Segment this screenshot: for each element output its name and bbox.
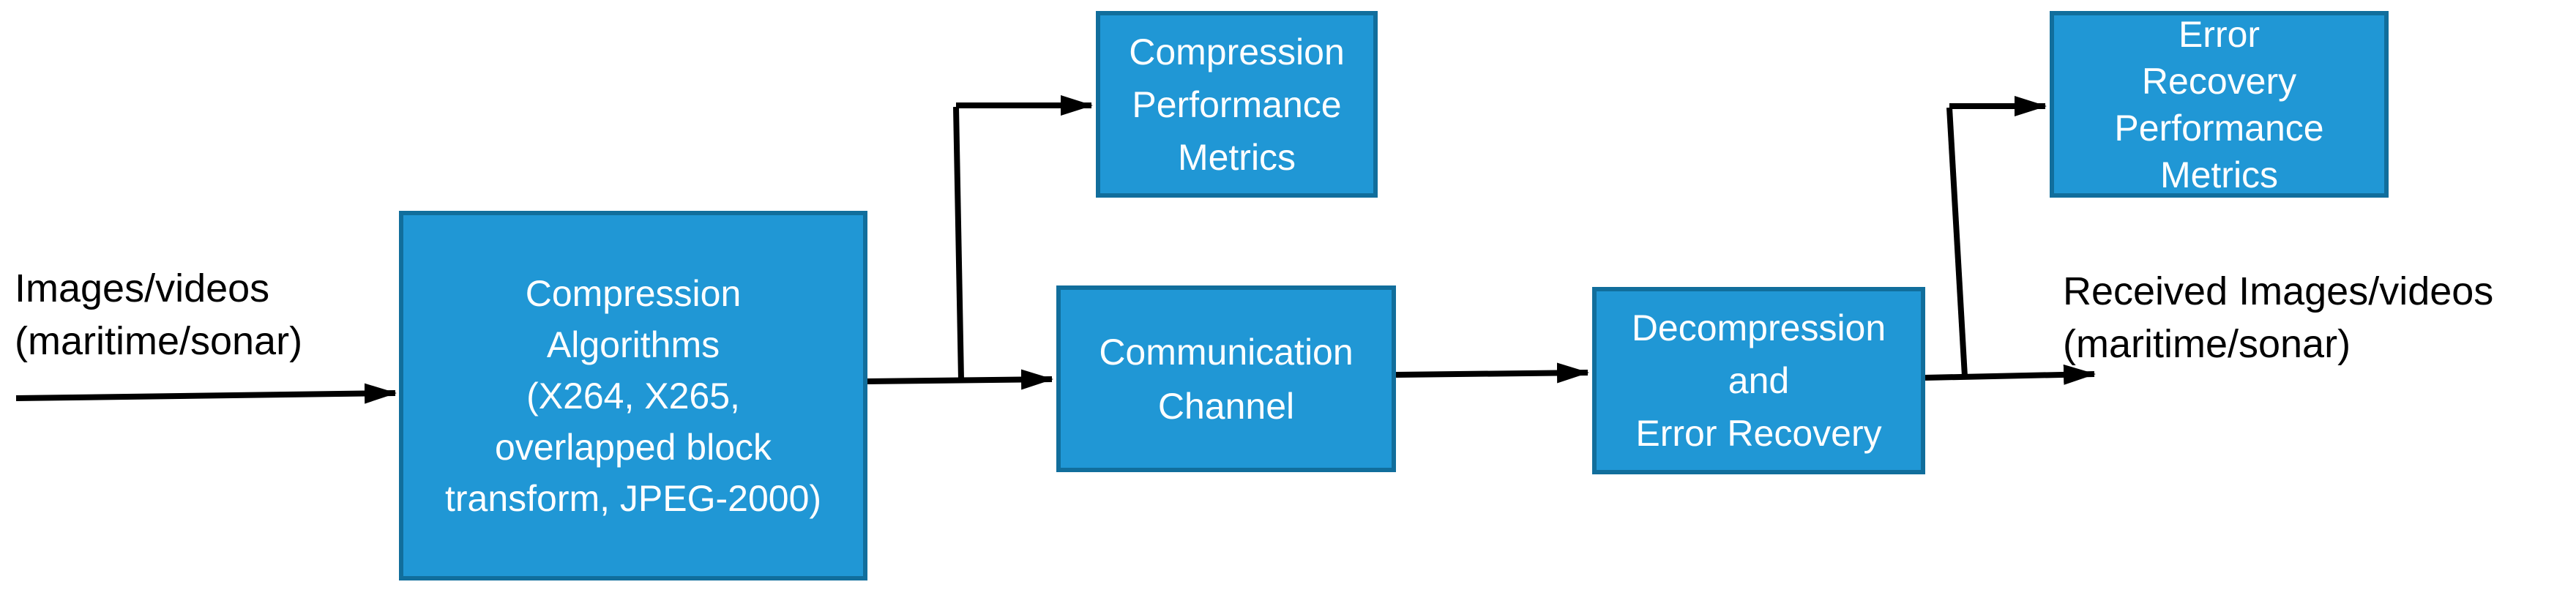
box-decompression-line3: Error Recovery — [1635, 413, 1882, 454]
box-error-recovery-performance-metrics: Error Recovery Performance Metrics — [2050, 11, 2389, 198]
arrow-channel-to-decompression — [1395, 362, 1589, 384]
box-compression-line2: Algorithms — [546, 324, 720, 365]
box-recovery-metrics-line1: Error — [2178, 13, 2260, 55]
sink-label: Received Images/videos (maritime/sonar) — [2063, 265, 2493, 370]
arrow-compression-to-channel — [867, 369, 1053, 390]
sink-label-line1: Received Images/videos — [2063, 269, 2494, 313]
box-channel-line1: Communication — [1099, 331, 1354, 373]
box-compression-performance-metrics: Compression Performance Metrics — [1096, 11, 1378, 198]
arrow-input-to-compression — [15, 383, 397, 404]
branch-line-up-recovery-metrics — [1946, 107, 1968, 377]
box-decompression-line2: and — [1728, 360, 1790, 401]
box-compression-algorithms: Compression Algorithms (X264, X265, over… — [399, 211, 867, 580]
arrow-decompression-to-output — [1924, 364, 2096, 385]
sink-label-line2: (maritime/sonar) — [2063, 322, 2351, 366]
box-compression-metrics-line1: Compression — [1129, 31, 1345, 72]
source-label-line2: (maritime/sonar) — [15, 319, 303, 363]
box-channel-line2: Channel — [1157, 385, 1295, 427]
source-label: Images/videos (maritime/sonar) — [15, 262, 302, 367]
box-compression-metrics-line3: Metrics — [1177, 136, 1296, 178]
box-recovery-metrics-line2: Recovery — [2141, 60, 2297, 102]
box-communication-channel: Communication Channel — [1056, 285, 1396, 472]
box-compression-metrics-line2: Performance — [1132, 83, 1342, 125]
box-recovery-metrics-line3: Performance — [2114, 107, 2324, 149]
source-label-line1: Images/videos — [15, 266, 270, 310]
box-decompression-line1: Decompression — [1631, 307, 1886, 348]
box-recovery-metrics-line4: Metrics — [2159, 154, 2279, 195]
branch-line-up-compression-metrics — [953, 106, 964, 381]
box-compression-line5: transform, JPEG-2000) — [444, 477, 822, 519]
box-compression-line3: (X264, X265, — [526, 375, 740, 417]
box-decompression-error-recovery: Decompression and Error Recovery — [1592, 287, 1925, 474]
box-compression-line1: Compression — [525, 272, 742, 314]
box-compression-line4: overlapped block — [494, 426, 772, 468]
